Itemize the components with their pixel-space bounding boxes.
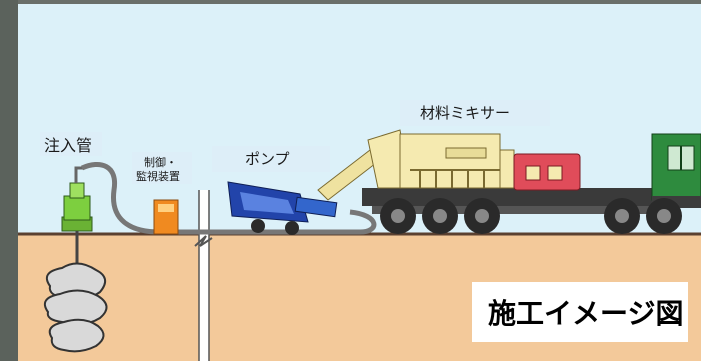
red-tank-window-1 bbox=[525, 165, 541, 181]
hose-control-to-pump bbox=[175, 209, 377, 235]
mixer-side-box bbox=[499, 149, 515, 189]
left-edge-strip bbox=[0, 0, 18, 361]
truck-wheels bbox=[380, 198, 682, 234]
pump-nozzle bbox=[294, 196, 338, 218]
pump-wheel-2 bbox=[285, 221, 299, 235]
control-label-line1: 制御・ bbox=[144, 155, 177, 169]
pump-machine bbox=[227, 181, 338, 235]
pump-label: ポンプ bbox=[245, 150, 290, 168]
control-label-line2: 監視装置 bbox=[136, 169, 180, 183]
injection-pipe-label-bg bbox=[40, 132, 102, 156]
hub-2 bbox=[433, 209, 447, 223]
mixer-label: 材料ミキサー bbox=[420, 104, 510, 122]
red-tank-window-2 bbox=[547, 165, 563, 181]
mixer-rails bbox=[410, 169, 500, 188]
grout-bulbs bbox=[44, 262, 108, 353]
hub-1 bbox=[391, 209, 405, 223]
pump-label-bg bbox=[212, 146, 330, 172]
mixer-hatch bbox=[445, 147, 487, 159]
injection-pipe-label: 注入管 bbox=[44, 136, 92, 155]
red-tank bbox=[513, 153, 581, 191]
control-label-bg bbox=[132, 152, 192, 184]
wall-separator bbox=[199, 190, 209, 361]
hub-5 bbox=[657, 209, 671, 223]
mixer-label-bg bbox=[400, 100, 550, 126]
caption-text: 施工イメージ図 bbox=[488, 297, 683, 330]
injector-body bbox=[63, 195, 91, 221]
pump-highlight bbox=[240, 192, 294, 214]
injector-mast bbox=[74, 166, 84, 183]
truck-cab bbox=[651, 133, 701, 208]
grout-bulb-3 bbox=[48, 318, 105, 353]
pump-wheel-1 bbox=[251, 219, 265, 233]
hose-injector-to-control bbox=[80, 162, 161, 235]
caption-box bbox=[472, 282, 688, 342]
hub-3 bbox=[475, 209, 489, 223]
hub-4 bbox=[615, 209, 629, 223]
control-unit-panel bbox=[158, 204, 174, 212]
trailer-frame bbox=[372, 206, 662, 214]
injector-top bbox=[69, 182, 85, 199]
grout-bulb-2 bbox=[44, 289, 108, 326]
wall-break-mark bbox=[194, 235, 213, 247]
